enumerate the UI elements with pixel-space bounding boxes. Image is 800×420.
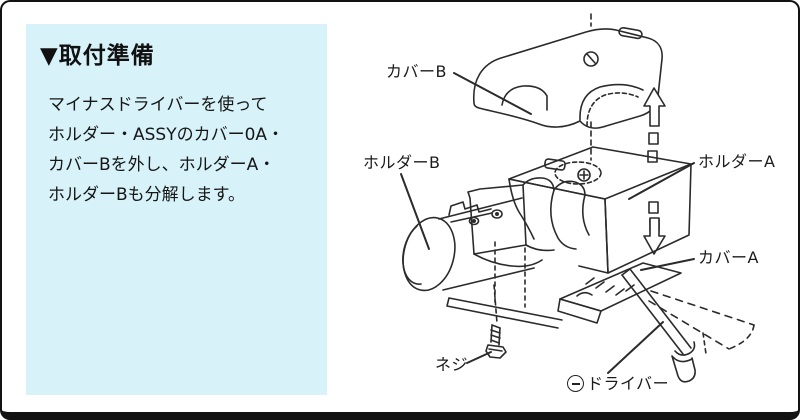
cover-b-art bbox=[473, 26, 663, 129]
up-arrow bbox=[643, 87, 666, 163]
label-holder-a: ホルダーA bbox=[698, 152, 776, 171]
label-screw: ネジ bbox=[435, 355, 469, 374]
holder-b-hole bbox=[468, 216, 480, 226]
panel-heading: ▼取付準備 bbox=[40, 43, 155, 69]
cover-a-art bbox=[557, 262, 682, 324]
interlock-art bbox=[446, 177, 590, 329]
down-arrow bbox=[643, 201, 666, 255]
leader-holder-b bbox=[400, 173, 430, 250]
leader-lines bbox=[400, 72, 695, 374]
leader-driver bbox=[607, 321, 664, 374]
cover-b-screw bbox=[583, 51, 599, 67]
leader-cover-a bbox=[640, 258, 695, 271]
panel-body: マイナスドライバーを使って ホルダー・ASSYのカバー0A・ カバーBを外し、ホ… bbox=[48, 90, 327, 210]
label-holder-b: ホルダーB bbox=[363, 153, 441, 172]
label-cover-b: カバーB bbox=[386, 62, 447, 81]
body-line: ホルダーBも分解します。 bbox=[48, 185, 245, 205]
screwdriver-art bbox=[621, 268, 755, 383]
screw-art bbox=[485, 284, 507, 359]
leader-screw bbox=[466, 351, 492, 364]
instruction-panel: ▼取付準備 マイナスドライバーを使って ホルダー・ASSYのカバー0A・ カバー… bbox=[26, 24, 327, 395]
body-line: マイナスドライバーを使って bbox=[48, 95, 268, 115]
minus-circle-icon bbox=[567, 375, 584, 392]
label-cover-a: カバーA bbox=[698, 248, 759, 267]
holder-a-slot bbox=[543, 158, 566, 171]
body-line: ホルダー・ASSYのカバー0A・ bbox=[48, 125, 285, 145]
leader-cover-b bbox=[453, 72, 532, 115]
cover-b-slot bbox=[618, 26, 643, 40]
holder-b-art bbox=[402, 197, 535, 292]
label-driver: ドライバー bbox=[567, 375, 669, 392]
holder-a-art bbox=[508, 146, 692, 274]
body-line: カバーBを外し、ホルダーA・ bbox=[48, 155, 276, 175]
leader-holder-a bbox=[628, 162, 695, 200]
label-driver-text: ドライバー bbox=[587, 374, 670, 393]
